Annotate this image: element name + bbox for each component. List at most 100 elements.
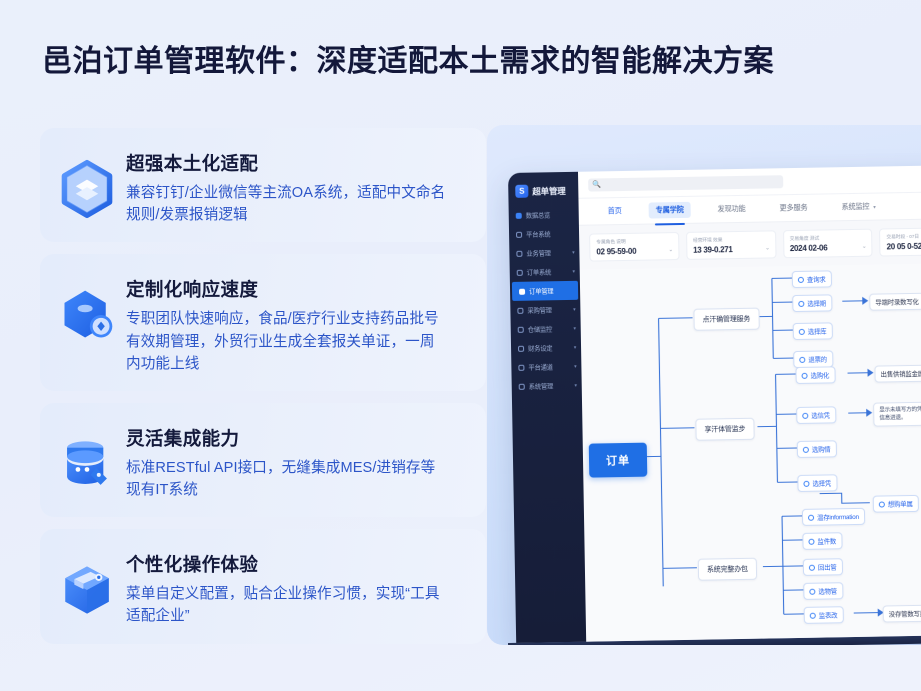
mindmap-leaf-label: 选物管 [818, 588, 837, 596]
mindmap-leaf[interactable]: 选信凭 [796, 406, 836, 425]
circle-icon [798, 328, 805, 335]
sidebar-item-3[interactable]: 订单系统 ▾ [510, 262, 580, 282]
app-main: 🔍 首页 专属学院 发现功能 更多服务 系统监控 ▾ 专属角色 说明 02 95… [577, 164, 921, 642]
chevron-down-icon: ▾ [572, 268, 575, 275]
sidebar-item-1[interactable]: 平台系统 [509, 224, 579, 244]
nav-dot-icon [517, 326, 524, 333]
hexagon-badge-icon [54, 282, 120, 348]
nav-dot-icon [516, 250, 523, 257]
tab-more-services[interactable]: 更多服务 [779, 202, 808, 213]
mindmap-leaf-label: 选信凭 [811, 412, 830, 420]
mindmap-leaf[interactable]: 选物管 [803, 582, 844, 600]
mindmap-note[interactable]: 显示未填写方的凭写信息进退。 [873, 401, 921, 427]
feature-card[interactable]: 灵活集成能力 标准RESTful API接口，无缝集成MES/进销存等现有IT系… [40, 402, 486, 518]
circle-icon [808, 514, 815, 521]
sidebar-item-label: 订单管理 [529, 288, 554, 296]
sidebar-item-label: 仓储监控 [527, 326, 553, 334]
mindmap-leaf[interactable]: 想购单属 [872, 494, 919, 513]
feature-card[interactable]: 超强本土化适配 兼容钉钉/企业微信等主流OA系统，适配中文命名规则/发票报销逻辑 [40, 128, 486, 243]
sidebar-item-label: 数据总览 [525, 212, 551, 220]
chevron-down-icon: ▾ [573, 325, 576, 332]
mindmap-canvas[interactable]: 订单 点汗确管理服务 查询求 选择期 导端时录数写化 选购凭 选择库 [579, 262, 921, 642]
brand-logo-icon: S [515, 184, 529, 198]
tab-academy[interactable]: 专属学院 [648, 201, 691, 219]
circle-icon [802, 446, 809, 453]
sidebar-item-9[interactable]: 系统管理 ▾ [512, 376, 582, 396]
mindmap-leaf[interactable]: 选择凭 [797, 474, 838, 492]
sidebar-item-label: 系统管理 [528, 383, 554, 391]
mindmap-leaf[interactable]: 温存information [801, 507, 865, 526]
sidebar-item-label: 采购管理 [527, 307, 552, 315]
app-mockup: S 超单管理 数据总览 平台系统 业务管理 ▾ 订单系统 ▾ [508, 164, 921, 643]
layered-hexagon-icon [54, 156, 120, 222]
mindmap-branch-1[interactable]: 享汗体管监步 [695, 417, 755, 441]
feature-card-text: 灵活集成能力 标准RESTful API接口，无缝集成MES/进销存等现有IT系… [120, 419, 446, 501]
mindmap-leaf-label: 选购化 [810, 372, 830, 380]
filter-label: 交易时段 - 07日 [886, 234, 920, 241]
sidebar-item-7[interactable]: 财务设定 ▾ [511, 338, 581, 358]
circle-icon [803, 480, 810, 487]
mindmap-leaf[interactable]: 选购情 [796, 440, 837, 458]
tab-discover[interactable]: 发现功能 [717, 203, 746, 214]
filter-dropdown-1[interactable]: 经营环境 效果 13 39-0.271 ⌄ [685, 230, 777, 260]
product-screenshot-panel: S 超单管理 数据总览 平台系统 业务管理 ▾ 订单系统 ▾ [487, 125, 921, 645]
nav-dot-icon [518, 383, 525, 390]
sidebar-item-5[interactable]: 采购管理 ▾ [510, 300, 580, 320]
feature-card[interactable]: 定制化响应速度 专职团队快速响应，食品/医疗行业支持药品批号有效期管理，外贸行业… [40, 254, 486, 391]
mindmap-leaf[interactable]: 退票的 [793, 350, 834, 369]
feature-card-text: 定制化响应速度 专职团队快速响应，食品/医疗行业支持药品批号有效期管理，外贸行业… [120, 270, 446, 375]
database-tag-icon [54, 431, 120, 497]
mindmap-leaf[interactable]: 查询求 [791, 270, 832, 289]
mindmap-leaf[interactable]: 选择期 [792, 294, 833, 313]
sidebar-item-label: 财务设定 [528, 345, 553, 353]
mindmap-root-node[interactable]: 订单 [588, 442, 648, 478]
mindmap-leaf[interactable]: 回出管 [802, 558, 843, 576]
mindmap-note[interactable]: 出售供销监金属 [874, 364, 921, 383]
mindmap-leaf-label: 监件数 [817, 538, 837, 546]
circle-icon [809, 612, 816, 619]
chevron-down-icon: ▾ [572, 249, 575, 256]
sidebar-item-2[interactable]: 业务管理 ▾ [509, 243, 579, 263]
sidebar-item-0[interactable]: 数据总览 [509, 205, 579, 225]
mindmap-branch-2[interactable]: 系统完整办包 [697, 557, 757, 581]
chevron-down-icon: ⌄ [668, 247, 674, 254]
mindmap-leaf[interactable]: 选购化 [795, 366, 836, 385]
chevron-down-icon: ▾ [573, 344, 577, 351]
mindmap-leaf[interactable]: 监件数 [802, 532, 843, 550]
tab-system-monitor[interactable]: 系统监控 ▾ [834, 198, 882, 215]
sidebar-item-label: 平台通道 [528, 364, 553, 372]
mindmap-leaf-label: 温存information [817, 513, 859, 522]
filter-value: 13 39-0.271 [693, 245, 733, 255]
feature-card[interactable]: 个性化操作体验 菜单自定义配置，贴合企业操作习惯，实现“工具适配企业” [40, 529, 486, 644]
sidebar-item-4[interactable]: 订单管理 [511, 280, 579, 301]
sidebar-item-6[interactable]: 仓储监控 ▾ [511, 319, 581, 339]
mindmap-note[interactable]: 导端时录数写化 [869, 292, 921, 311]
app-sidebar: S 超单管理 数据总览 平台系统 业务管理 ▾ 订单系统 ▾ [508, 171, 587, 643]
mindmap-leaf-label: 回出管 [817, 564, 837, 572]
mindmap-leaf[interactable]: 选择库 [792, 322, 833, 341]
tab-label: 专属学院 [655, 204, 684, 215]
sidebar-item-label: 平台系统 [526, 231, 551, 239]
filter-dropdown-3[interactable]: 交易时段 - 07日 20 05 0-52 ⌄ [879, 226, 921, 257]
page-title: 邑泊订单管理软件：深度适配本土需求的智能解决方案 [42, 45, 774, 78]
filter-dropdown-0[interactable]: 专属角色 说明 02 95-59-00 ⌄ [589, 232, 680, 262]
circle-icon [808, 564, 815, 571]
filter-row: 专属角色 说明 02 95-59-00 ⌄ 经营环境 效果 13 39-0.27… [578, 218, 921, 270]
mindmap-note[interactable]: 没存管数写建 [882, 604, 921, 623]
mindmap-leaf-label: 选择期 [807, 300, 826, 308]
sidebar-item-8[interactable]: 平台通道 ▾ [511, 357, 581, 377]
nav-dot-icon [515, 212, 522, 219]
app-brand: S 超单管理 [508, 179, 578, 206]
mindmap-leaf-label: 选购情 [811, 446, 831, 454]
feature-card-title: 超强本土化适配 [126, 153, 259, 174]
mindmap-leaf[interactable]: 监表改 [803, 606, 844, 624]
chevron-down-icon: ⌄ [765, 245, 770, 252]
tab-home[interactable]: 首页 [607, 206, 622, 216]
search-input[interactable]: 🔍 [588, 174, 784, 192]
filter-label: 经营环境 效果 [692, 238, 723, 244]
feature-card-desc: 标准RESTful API接口，无缝集成MES/进销存等现有IT系统 [126, 459, 436, 499]
filter-dropdown-2[interactable]: 交易角度 测试 2024 02-06 ⌄ [782, 228, 873, 259]
feature-card-title: 个性化操作体验 [126, 554, 259, 576]
mindmap-branch-0[interactable]: 点汗确管理服务 [693, 307, 760, 331]
nav-dot-icon [517, 307, 524, 314]
